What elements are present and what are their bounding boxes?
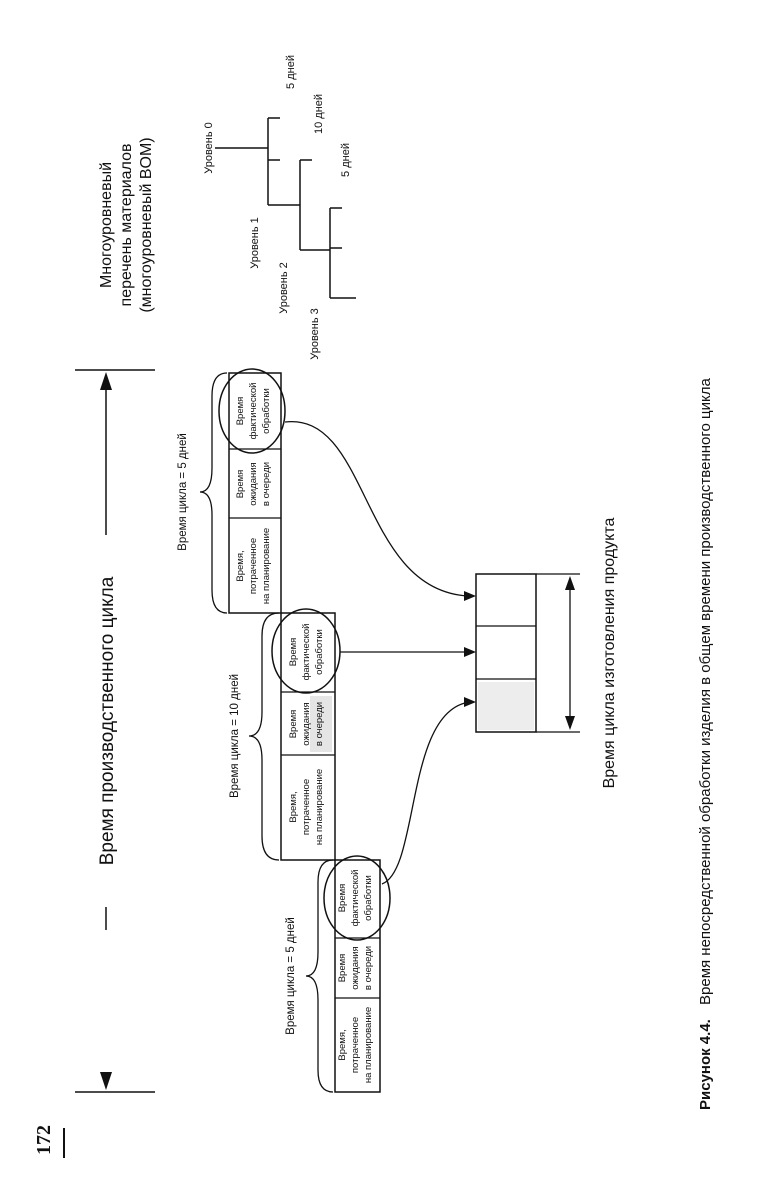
stage-3-box bbox=[228, 372, 282, 614]
svg-text:Многоуровневый: Многоуровневый bbox=[98, 162, 115, 288]
product-stack-box bbox=[475, 573, 537, 733]
caption-text: Время непосредственной обработки изделия… bbox=[697, 378, 714, 1005]
svg-text:Время: Время bbox=[337, 954, 348, 983]
svg-text:в очереди: в очереди bbox=[363, 946, 374, 990]
caption-label: Рисунок 4.4. bbox=[697, 1019, 714, 1110]
stage-2-planning: Время, потраченное на планирование bbox=[288, 769, 325, 845]
bom-level-0: Уровень 0 bbox=[203, 122, 215, 174]
svg-text:Время: Время bbox=[288, 638, 299, 667]
stage-1-processing-circle bbox=[323, 855, 391, 941]
product-cycle-arrow bbox=[536, 573, 580, 733]
svg-text:фактической: фактической bbox=[301, 624, 312, 681]
svg-text:обработки: обработки bbox=[363, 875, 374, 921]
bom-level-1: Уровень 1 bbox=[249, 217, 261, 269]
svg-text:обработки: обработки bbox=[314, 629, 325, 675]
stage-2-brace bbox=[248, 612, 280, 861]
svg-text:фактической: фактической bbox=[248, 383, 259, 440]
stage-2-queue: Время ожидания в очереди bbox=[288, 702, 325, 746]
bom-title: Многоуровневый bbox=[98, 162, 115, 288]
stage-1-box bbox=[334, 859, 381, 1093]
svg-text:Время: Время bbox=[337, 884, 348, 913]
svg-text:ожидания: ожидания bbox=[301, 702, 312, 745]
svg-text:Время: Время bbox=[235, 397, 246, 426]
svg-text:потраченное: потраченное bbox=[301, 779, 312, 835]
stage-1-processing: Время фактической обработки bbox=[337, 870, 374, 927]
svg-text:на планирование: на планирование bbox=[363, 1007, 374, 1083]
svg-text:Время,: Время, bbox=[337, 1029, 348, 1060]
bom-title-line-2: перечень материалов bbox=[118, 144, 135, 307]
svg-text:Время: Время bbox=[235, 470, 246, 499]
svg-text:ожидания: ожидания bbox=[350, 946, 361, 989]
svg-text:потраченное: потраченное bbox=[350, 1017, 361, 1073]
product-cycle-label: Время цикла изготовления продукта bbox=[601, 517, 618, 788]
stage-3-cycle-label: Время цикла = 5 дней bbox=[177, 433, 189, 551]
bom-duration-2: 10 дней bbox=[313, 94, 325, 134]
svg-text:на планирование: на планирование bbox=[261, 528, 272, 604]
stage-2-processing-circle bbox=[271, 608, 341, 694]
production-cycle-label: Время производственного цикла bbox=[97, 576, 118, 865]
svg-text:Время,: Время, bbox=[235, 550, 246, 581]
stage-3-processing: Время фактической обработки bbox=[235, 383, 272, 440]
stage-3-planning: Время, потраченное на планирование bbox=[235, 528, 272, 604]
stage-3-brace bbox=[199, 372, 228, 614]
bom-tree bbox=[215, 117, 356, 299]
svg-text:фактической: фактической bbox=[350, 870, 361, 927]
figure-caption: Рисунок 4.4. Время непосредственной обра… bbox=[697, 378, 714, 1110]
stage-1-queue: Время ожидания в очереди bbox=[337, 946, 374, 990]
bom-level-3: Уровень 3 bbox=[309, 308, 321, 360]
bom-duration-1: 5 дней bbox=[285, 55, 297, 89]
production-cycle-label-bg bbox=[92, 535, 122, 907]
svg-text:в очереди: в очереди bbox=[314, 702, 325, 746]
svg-text:Рисунок 4.4. Время непос: Рисунок 4.4. Время непосредственной обра… bbox=[697, 378, 714, 1110]
svg-text:Время: Время bbox=[288, 710, 299, 739]
svg-text:обработки: обработки bbox=[261, 388, 272, 434]
stage-2-cycle-label: Время цикла = 10 дней bbox=[229, 674, 241, 798]
stage-1-cycle-label: Время цикла = 5 дней bbox=[285, 917, 297, 1035]
bom-duration-3: 5 дней bbox=[340, 143, 352, 177]
svg-text:в очереди: в очереди bbox=[261, 462, 272, 506]
svg-text:ожидания: ожидания bbox=[248, 462, 259, 505]
svg-text:Время,: Время, bbox=[288, 791, 299, 822]
connector-stage-1 bbox=[381, 701, 471, 885]
stage-1-planning: Время, потраченное на планирование bbox=[337, 1007, 374, 1083]
connector-stage-3 bbox=[284, 421, 469, 597]
stage-1-brace bbox=[305, 859, 334, 1093]
page-number: 172 bbox=[33, 1125, 55, 1155]
stage-3-processing-circle bbox=[218, 368, 286, 454]
bom-title-line-3: (многоуровневый BOM) bbox=[138, 137, 155, 312]
svg-text:потраченное: потраченное bbox=[248, 538, 259, 594]
stage-2-processing: Время фактической обработки bbox=[288, 624, 325, 681]
stage-3-queue: Время ожидания в очереди bbox=[235, 462, 272, 506]
stage-2-box bbox=[280, 612, 336, 861]
bom-level-2: Уровень 2 bbox=[278, 262, 290, 314]
svg-text:на планирование: на планирование bbox=[314, 769, 325, 845]
